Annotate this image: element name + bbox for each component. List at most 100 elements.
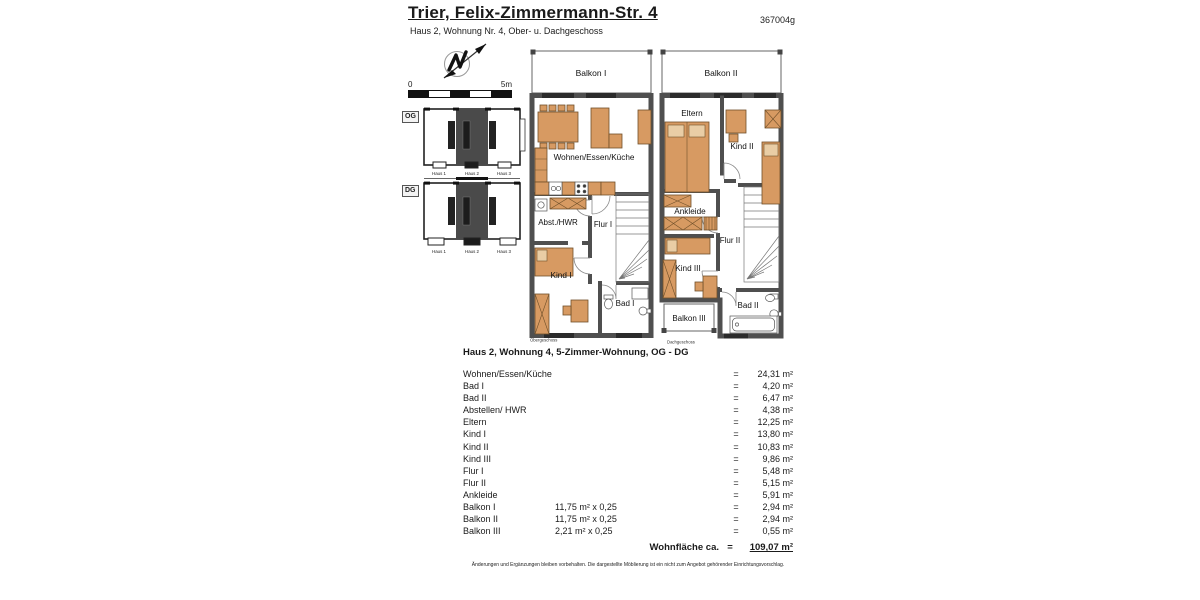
- area-total-row: Wohnfläche ca. = 109,07 m²: [463, 541, 793, 554]
- total-equals-sign: =: [727, 542, 733, 553]
- row-calculation: [555, 489, 729, 501]
- row-equals-sign: =: [733, 453, 739, 464]
- keyplan-og-haus3-label: Haus 3: [497, 171, 511, 176]
- row-label: Balkon II: [463, 514, 499, 525]
- row-calculation: [555, 441, 729, 453]
- row-calculation: 11,75 m² x 0,25: [555, 502, 617, 513]
- row-equals-sign: =: [733, 465, 739, 476]
- row-value: 2,94 m²: [762, 502, 793, 513]
- row-equals-sign: =: [733, 417, 739, 428]
- row-calculation: [555, 453, 729, 465]
- keyplan-dg-tag: DG: [402, 185, 419, 197]
- room-label-kind2: Kind II: [730, 142, 753, 151]
- doors-og: [573, 195, 617, 300]
- bath-fixtures-og: [603, 287, 652, 316]
- row-value: 6,47 m²: [762, 393, 793, 404]
- row-label: Ankleide: [463, 489, 498, 500]
- row-label: Abstellen/ HWR: [463, 405, 527, 416]
- footer-disclaimer: Änderungen und Ergänzungen bleiben vorbe…: [471, 562, 785, 568]
- total-label: Wohnfläche ca.: [649, 542, 719, 553]
- row-value: 24,31 m²: [757, 369, 793, 379]
- page-subtitle: Haus 2, Wohnung Nr. 4, Ober- u. Dachgesc…: [410, 26, 603, 36]
- furniture-detail-dg: [662, 109, 782, 299]
- row-equals-sign: =: [733, 502, 739, 513]
- row-calculation: 11,75 m² x 0,25: [555, 514, 617, 525]
- plan-caption-og: Obergeschoss: [530, 338, 558, 344]
- room-label-kind1: Kind I: [551, 271, 572, 280]
- keyplan-og: Haus 1 Haus 2 Haus 3: [423, 107, 526, 180]
- furniture-detail-og: [534, 147, 587, 335]
- row-label: Kind I: [463, 429, 487, 440]
- scale-end-label: 5m: [500, 80, 512, 89]
- document-number: 367004g: [760, 15, 796, 25]
- table-row: Ankleide = 5,91 m²: [463, 489, 793, 501]
- row-equals-sign: =: [733, 369, 739, 379]
- north-arrow-icon: [443, 43, 487, 79]
- floorplan-dachgeschoss: Balkon II Balkon III: [659, 49, 784, 339]
- row-value: 12,25 m²: [757, 417, 793, 428]
- row-equals-sign: =: [733, 381, 739, 392]
- room-label-eltern: Eltern: [681, 109, 703, 118]
- room-label-balkon2: Balkon II: [704, 68, 737, 78]
- row-equals-sign: =: [733, 393, 739, 404]
- row-equals-sign: =: [733, 526, 739, 537]
- keyplan-dg-haus1-label: Haus 1: [432, 249, 446, 254]
- row-value: 5,48 m²: [762, 465, 793, 476]
- row-label: Bad I: [463, 381, 485, 392]
- area-table-title: Haus 2, Wohnung 4, 5-Zimmer-Wohnung, OG …: [463, 347, 689, 358]
- room-label-wek: Wohnen/Essen/Küche: [554, 153, 635, 162]
- row-label: Bad II: [463, 393, 487, 404]
- row-calculation: 2,21 m² x 0,25: [555, 526, 613, 537]
- row-equals-sign: =: [733, 429, 739, 440]
- row-calculation: [555, 465, 729, 477]
- row-calculation: [555, 368, 729, 380]
- staircase-og: [615, 193, 650, 283]
- row-value: 0,55 m²: [762, 526, 793, 537]
- row-value: 4,38 m²: [762, 405, 793, 416]
- row-label: Balkon III: [463, 526, 501, 537]
- row-label: Flur I: [463, 465, 484, 476]
- row-calculation: [555, 428, 729, 440]
- row-calculation: [555, 416, 729, 428]
- table-row: Bad I = 4,20 m²: [463, 380, 793, 392]
- table-row: Wohnen/Essen/Küche=24,31 m²: [463, 368, 793, 380]
- room-label-ankleide: Ankleide: [674, 207, 706, 216]
- row-value: 9,86 m²: [762, 453, 793, 464]
- row-equals-sign: =: [733, 405, 739, 416]
- table-row: Kind III = 9,86 m²: [463, 453, 793, 465]
- room-label-bad2: Bad II: [738, 301, 759, 310]
- room-label-bad1: Bad I: [616, 299, 635, 308]
- row-equals-sign: =: [733, 477, 739, 488]
- scale-start-label: 0: [408, 80, 413, 89]
- plan-caption-dg: Dachgeschoss: [667, 340, 695, 346]
- keyplan-og-tag: OG: [402, 111, 419, 123]
- row-label: Flur II: [463, 477, 487, 488]
- total-value: 109,07 m²: [749, 542, 793, 553]
- row-value: 5,15 m²: [762, 477, 793, 488]
- row-value: 4,20 m²: [762, 381, 793, 392]
- row-equals-sign: =: [733, 441, 739, 452]
- row-value: 2,94 m²: [762, 514, 793, 525]
- room-label-kind3: Kind III: [675, 264, 701, 273]
- keyplan-dg: Haus 1 Haus 2 Haus 3: [423, 181, 521, 254]
- row-equals-sign: =: [733, 489, 739, 500]
- row-calculation: [555, 404, 729, 416]
- row-label: Kind III: [463, 453, 492, 464]
- furniture-og: [534, 104, 652, 335]
- scale-bar-graphic: [408, 90, 512, 98]
- table-row: Bad II = 6,47 m²: [463, 392, 793, 404]
- page-title: Trier, Felix-Zimmermann-Str. 4: [408, 3, 658, 22]
- room-labels-dg: Eltern Kind II Ankleide Flur II Kind III…: [674, 109, 758, 310]
- room-label-flur1: Flur I: [594, 220, 612, 229]
- table-row: Eltern=12,25 m²: [463, 416, 793, 428]
- table-row: Kind I=13,80 m²: [463, 428, 793, 440]
- row-calculation: [555, 392, 729, 404]
- room-label-flur2: Flur II: [720, 236, 740, 245]
- row-value: 5,91 m²: [762, 489, 793, 500]
- scale-bar: 0 5m: [408, 80, 512, 98]
- row-value: 10,83 m²: [757, 441, 793, 452]
- bath-fixtures-dg: [729, 293, 782, 334]
- keyplan-dg-haus2-label: Haus 2: [465, 249, 479, 254]
